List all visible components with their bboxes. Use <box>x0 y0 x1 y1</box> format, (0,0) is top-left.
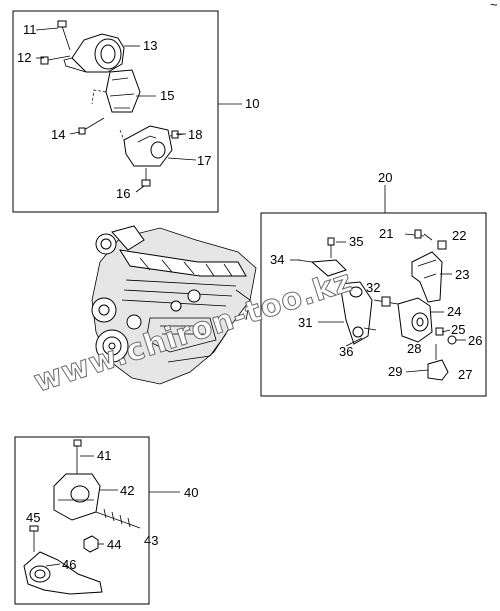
callout-11: 11 <box>23 22 37 37</box>
callout-31: 31 <box>298 315 312 330</box>
callout-35: 35 <box>349 234 363 249</box>
part-22-nut <box>437 240 447 250</box>
part-45-bolt <box>29 525 39 552</box>
part-42-mount <box>53 473 101 521</box>
callout-27: 27 <box>458 367 472 382</box>
part-15-bracket <box>91 69 141 113</box>
callout-24: 24 <box>447 304 461 319</box>
callout-18: 18 <box>188 127 202 142</box>
callout-41: 41 <box>97 448 111 463</box>
part-36-bolt <box>363 327 377 331</box>
callout-26: 26 <box>468 333 482 348</box>
part-25-nut <box>435 327 444 336</box>
group-20: 20 <box>260 170 487 397</box>
part-11-bolt <box>57 20 71 51</box>
part-18-bolt <box>169 130 185 139</box>
callout-13: 13 <box>143 38 157 53</box>
part-21-bolt <box>404 229 425 239</box>
part-16-bolt <box>141 168 151 187</box>
callout-17: 17 <box>197 153 211 168</box>
callout-29: 29 <box>388 364 402 379</box>
part-35-bolt <box>327 237 335 258</box>
part-34-bracket <box>297 259 347 277</box>
callout-14: 14 <box>51 127 65 142</box>
callout-44: 44 <box>107 537 121 552</box>
part-41-bolt <box>73 439 82 476</box>
group-40: 40 <box>14 436 198 605</box>
callout-34: 34 <box>270 252 284 267</box>
callout-36: 36 <box>339 344 353 359</box>
callout-45: 45 <box>26 510 40 525</box>
group-40-label: 40 <box>184 485 198 500</box>
callout-21: 21 <box>379 226 393 241</box>
callout-16: 16 <box>116 186 130 201</box>
engine-illustration <box>91 225 257 385</box>
callout-25: 25 <box>451 322 465 337</box>
part-27-pad <box>427 359 449 381</box>
part-13-mount <box>63 33 125 73</box>
part-32-bolt <box>373 296 399 307</box>
callout-22: 22 <box>452 228 466 243</box>
part-12-bolt <box>40 55 71 65</box>
callout-46: 46 <box>62 557 76 572</box>
part-26-washer <box>447 335 457 345</box>
callout-12: 12 <box>17 50 31 65</box>
part-29-bolt <box>405 369 429 373</box>
part-31-arm <box>339 281 373 345</box>
part-24-mount <box>397 297 433 343</box>
callout-32: 32 <box>366 280 380 295</box>
callout-43: 43 <box>144 533 158 548</box>
group-40-frame <box>14 436 150 605</box>
part-46-mount <box>23 551 103 595</box>
group-10-label: 10 <box>245 96 259 111</box>
group-10-frame <box>12 10 219 213</box>
corner-mark: ~ <box>490 0 498 12</box>
group-20-frame <box>260 212 487 397</box>
part-14-bolt <box>78 117 105 135</box>
part-44-nut <box>83 535 99 553</box>
part-23-bracket <box>411 251 443 303</box>
callout-23: 23 <box>455 267 469 282</box>
group-20-label: 20 <box>378 170 392 185</box>
callout-15: 15 <box>160 88 174 103</box>
part-17-bracket <box>119 125 173 167</box>
callout-28: 28 <box>407 341 421 356</box>
callout-42: 42 <box>120 483 134 498</box>
group-10: 10 <box>12 10 259 213</box>
part-43-bolt <box>95 508 141 529</box>
